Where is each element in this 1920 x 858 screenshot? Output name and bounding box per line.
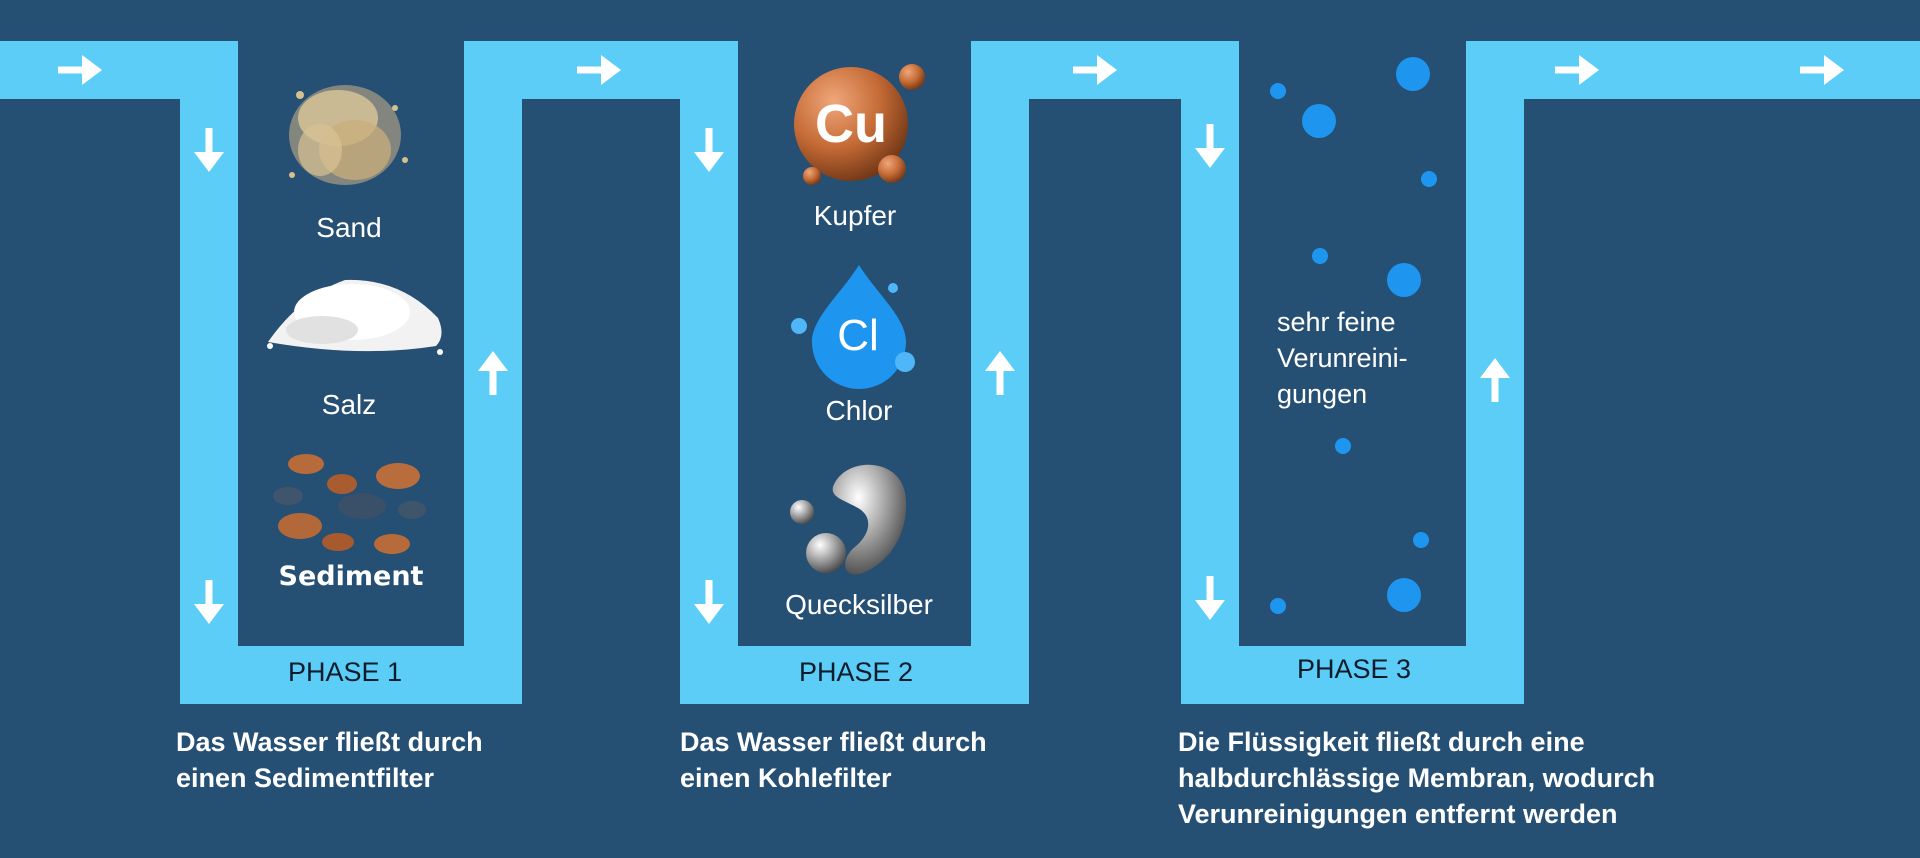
flow-arrow-up-icon [478, 351, 508, 395]
flow-arrow-right-icon [1555, 55, 1599, 85]
sediment-stones-icon [273, 454, 426, 554]
phase-3-label: PHASE 3 [1296, 654, 1412, 684]
note-line: gungen [1277, 379, 1368, 409]
phase-1-label: PHASE 1 [287, 657, 403, 687]
note-line: Verunreini- [1277, 343, 1408, 373]
item-label-kupfer: Kupfer [813, 200, 897, 231]
copper-cu-icon: Cu [794, 64, 925, 185]
description-line: Die Flüssigkeit fließt durch eine [1178, 727, 1585, 757]
note-line: sehr feine [1277, 307, 1396, 337]
svg-text:Cl: Cl [837, 311, 879, 360]
svg-text:Cu: Cu [815, 94, 887, 154]
phase-3-description: Die Flüssigkeit fließt durch eine halbdu… [1178, 724, 1655, 832]
flow-arrow-right-icon [1800, 55, 1844, 85]
description-line: halbdurchlässige Membran, wodurch [1178, 763, 1656, 793]
pipe-path [0, 41, 1920, 704]
phase-2-description: Das Wasser fließt durch einen Kohlefilte… [680, 724, 987, 796]
flow-arrow-down-icon [194, 580, 224, 624]
item-label-chlor: Chlor [825, 395, 893, 426]
item-label-sediment: Sediment [278, 561, 424, 592]
description-line: einen Kohlefilter [680, 763, 892, 793]
pipe-stroke [0, 41, 1920, 704]
flow-arrow-down-icon [694, 128, 724, 172]
fine-impurities-note: sehr feine Verunreini- gungen [1277, 304, 1408, 412]
flow-arrow-up-icon [985, 351, 1015, 395]
item-label-sand: Sand [316, 212, 382, 243]
phase-1-description: Das Wasser fließt durch einen Sedimentfi… [176, 724, 483, 796]
fine-particles-bubbles-icon [1270, 57, 1437, 614]
mercury-droplet-icon [790, 464, 907, 575]
item-label-salz: Salz [321, 389, 377, 420]
flow-arrow-right-icon [1073, 55, 1117, 85]
description-line: Verunreinigungen entfernt werden [1178, 799, 1618, 829]
flow-arrows [58, 55, 1844, 624]
flow-arrow-down-icon [1195, 576, 1225, 620]
flow-arrow-down-icon [1195, 124, 1225, 168]
flow-arrow-down-icon [194, 128, 224, 172]
sand-pile-icon [289, 85, 408, 185]
salt-pile-icon [267, 279, 443, 355]
chlorine-drop-icon: Cl [791, 265, 915, 389]
description-line: Das Wasser fließt durch [680, 727, 987, 757]
description-line: Das Wasser fließt durch [176, 727, 483, 757]
flow-arrow-right-icon [58, 55, 102, 85]
flow-arrow-right-icon [577, 55, 621, 85]
description-line: einen Sedimentfilter [176, 763, 435, 793]
item-label-quecksilber: Quecksilber [785, 589, 933, 620]
flow-arrow-down-icon [694, 580, 724, 624]
flow-arrow-up-icon [1480, 358, 1510, 402]
phase-2-label: PHASE 2 [798, 657, 914, 687]
